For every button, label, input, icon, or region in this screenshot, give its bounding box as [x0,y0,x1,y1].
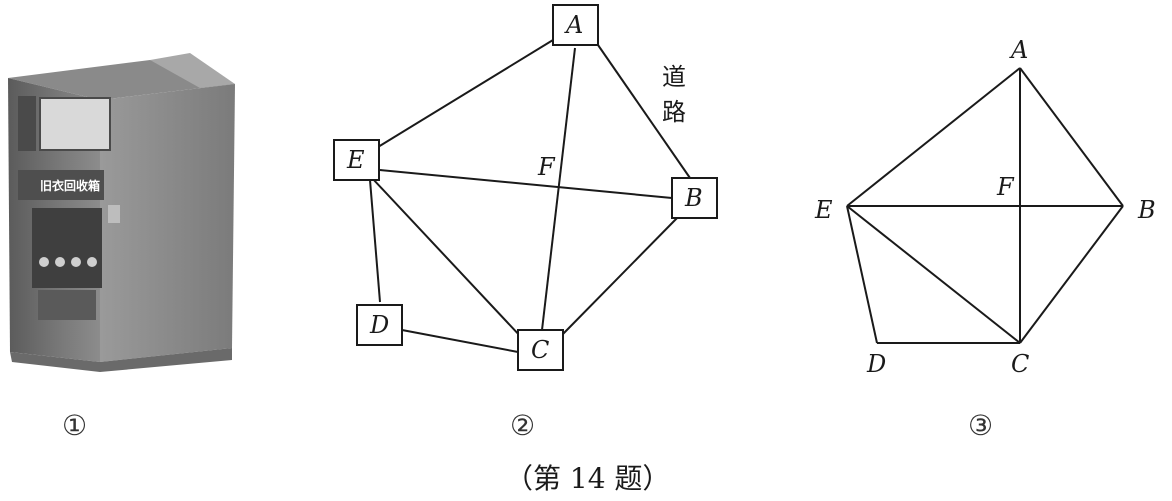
road-bc [561,214,681,336]
figure-2-number: ② [510,409,535,442]
figure-3-geometry: A B C D E F [814,36,1156,378]
label-e: E [346,146,365,174]
bin-label: 旧衣回收箱 [40,178,100,193]
segment-ec [846,205,1021,344]
segment-ae [846,67,1021,207]
caption: （第 14 题） [505,462,670,495]
road-ab [597,44,691,179]
label-d: D [369,311,389,339]
node-box-b [671,177,718,219]
road-eb [379,169,673,199]
road-ed [369,179,381,303]
recycling-bin-illustration: 旧衣回收箱 [8,53,235,372]
label-f: F [537,153,556,181]
figure-2-road-network: A B C D E F 道 路 [333,4,718,371]
label-b: B [684,184,703,212]
road-ec [371,177,523,339]
figure-3-number: ③ [968,409,993,442]
point-label-b: B [1137,196,1156,224]
road-ac [541,47,576,331]
node-box-a [552,4,599,46]
node-box-c [517,329,564,371]
figure-1-number: ① [62,409,87,442]
road-label-2: 路 [662,98,686,126]
road-ae [377,39,554,148]
road-dc [401,329,519,353]
label-c: C [531,336,549,364]
road-label-1: 道 [662,63,686,91]
node-box-d [356,304,403,346]
segment-ab [1019,67,1124,207]
point-label-d: D [866,350,886,378]
point-label-f: F [996,173,1015,201]
segment-bc [1019,205,1124,344]
point-label-a: A [1009,36,1028,64]
node-box-e [333,139,380,181]
point-label-e: E [814,196,833,224]
label-a: A [564,11,583,39]
point-label-c: C [1011,350,1029,378]
segment-ed [846,205,878,344]
